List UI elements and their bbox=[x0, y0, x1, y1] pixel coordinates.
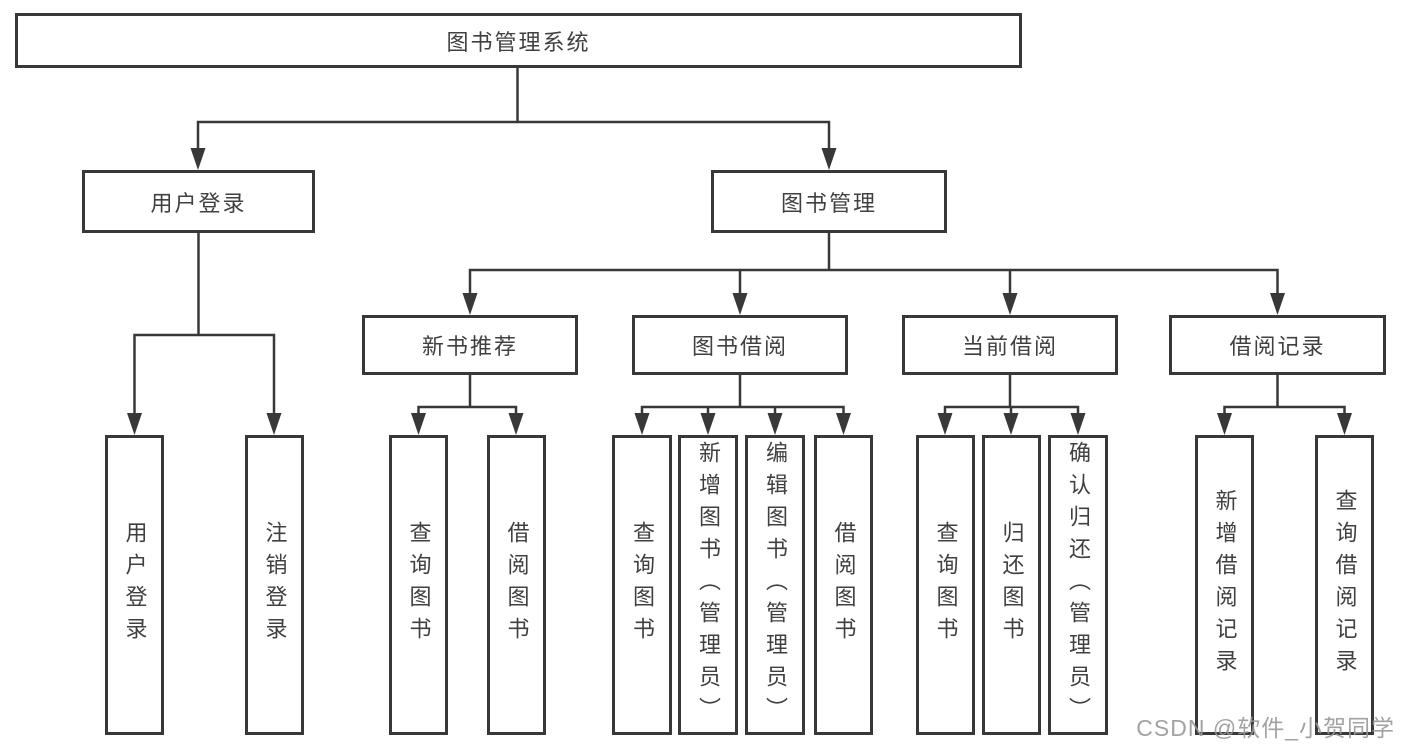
leaf-query-borrow-record: 查询借阅记录 bbox=[1315, 435, 1374, 735]
node-book-borrow: 图书借阅 bbox=[632, 315, 848, 375]
leaf-query-books-current: 查询图书 bbox=[916, 435, 975, 735]
leaf-borrow-books-recommend: 借阅图书 bbox=[487, 435, 546, 735]
node-user-login: 用户登录 bbox=[82, 170, 315, 233]
node-new-book-recommend: 新书推荐 bbox=[362, 315, 578, 375]
leaf-edit-books-admin: 编辑图书（管理员） bbox=[745, 435, 805, 735]
node-current-borrow: 当前借阅 bbox=[902, 315, 1118, 375]
leaf-query-books-borrow: 查询图书 bbox=[612, 435, 672, 735]
leaf-query-books-recommend: 查询图书 bbox=[389, 435, 448, 735]
leaf-add-books-admin: 新增图书（管理员） bbox=[678, 435, 738, 735]
node-borrow-records: 借阅记录 bbox=[1169, 315, 1386, 375]
leaf-logout: 注销登录 bbox=[245, 435, 304, 735]
node-book-management: 图书管理 bbox=[711, 170, 947, 233]
watermark: CSDN @软件_小贺同学 bbox=[1136, 715, 1395, 741]
leaf-confirm-return-admin: 确认归还（管理员） bbox=[1048, 435, 1108, 735]
leaf-user-login: 用户登录 bbox=[105, 435, 164, 735]
node-library-management-system: 图书管理系统 bbox=[15, 13, 1022, 68]
leaf-add-borrow-record: 新增借阅记录 bbox=[1195, 435, 1254, 735]
leaf-borrow-books: 借阅图书 bbox=[814, 435, 873, 735]
leaf-return-books: 归还图书 bbox=[982, 435, 1041, 735]
